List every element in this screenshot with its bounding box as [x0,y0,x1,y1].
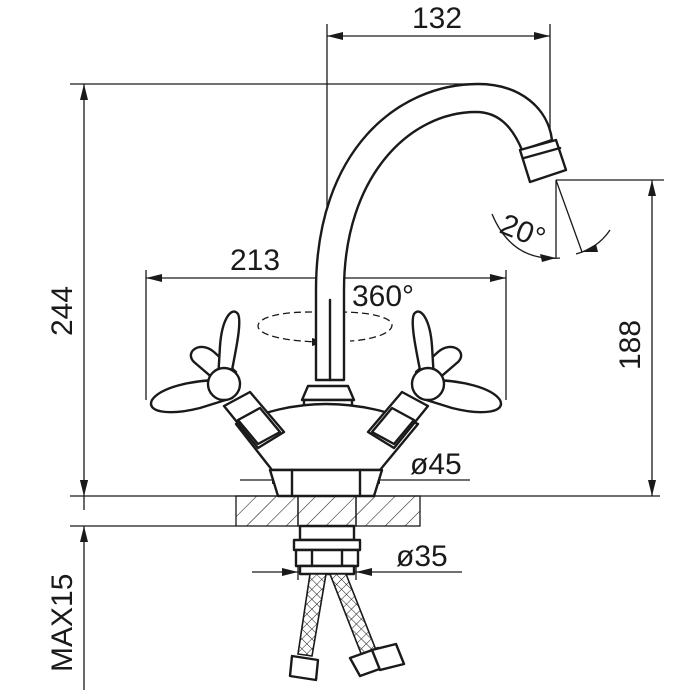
dimension-outlet-height [556,179,664,496]
label-base-diameter: ø45 [410,448,462,481]
label-shank-diameter: ø35 [396,540,448,573]
label-outlet-height: 188 [614,320,647,370]
label-handle-span: 213 [230,244,280,277]
dimension-labels: 132 213 360° 20° 244 188 ø45 ø35 MAX15 [46,2,647,672]
label-spout-reach: 132 [412,2,462,35]
label-spout-angle: 20° [495,208,549,256]
dimension-lines [70,24,664,690]
label-total-height: 244 [46,286,79,336]
right-handle [366,310,503,450]
label-rotation: 360° [352,280,414,313]
mounting-shank [292,524,362,576]
faucet-base-body [234,384,420,498]
supply-hoses [288,573,406,682]
dimension-max-thickness [80,480,88,690]
label-max-thickness: MAX15 [46,574,79,672]
faucet-spout [314,82,568,382]
dimension-spout-angle [491,179,611,262]
left-handle [149,310,286,450]
countertop-section [235,495,421,527]
